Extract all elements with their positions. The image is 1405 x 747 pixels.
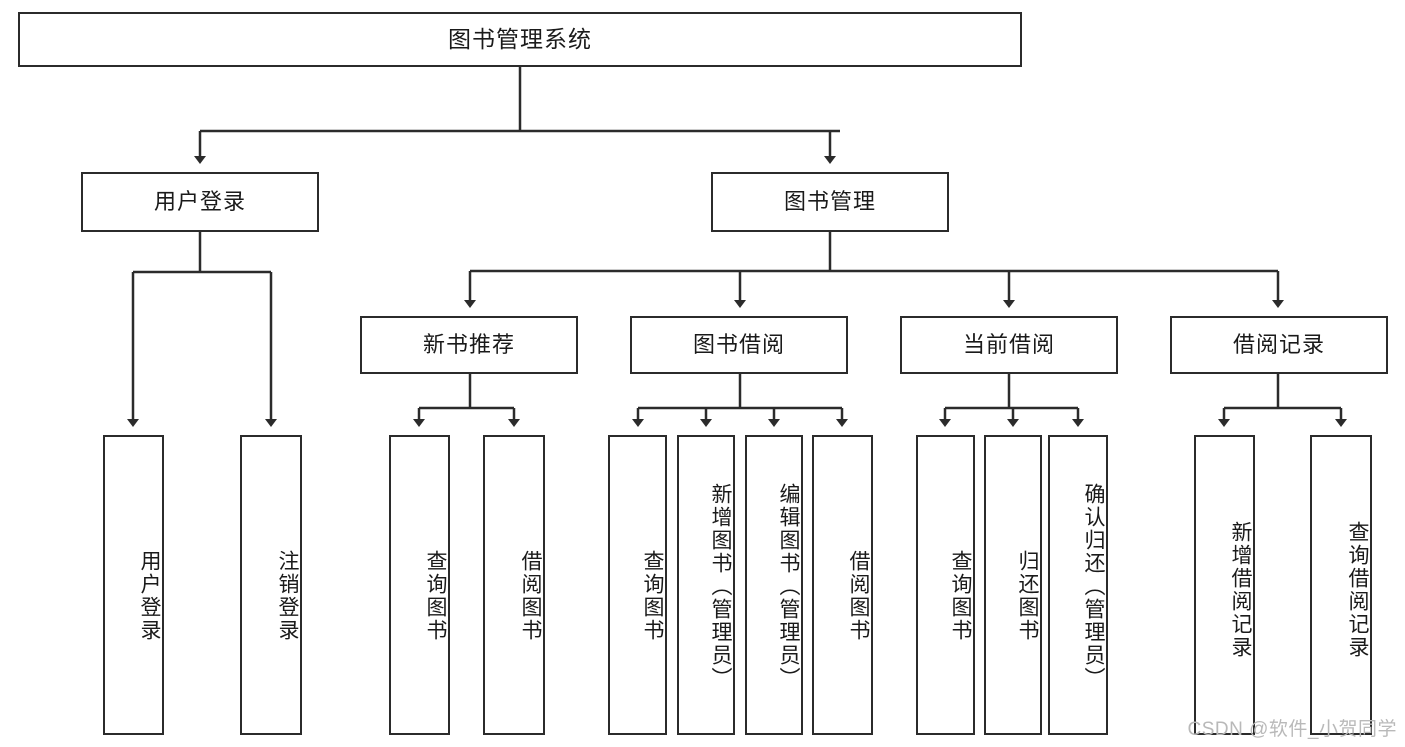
- node-leaf-query-book-borrow-label: 查询图书: [641, 550, 664, 642]
- node-leaf-logout-login-label: 注销登录: [276, 550, 299, 642]
- node-root[interactable]: 图书管理系统: [18, 12, 1022, 67]
- node-leaf-add-borrow-record-label: 新增借阅记录: [1229, 521, 1252, 659]
- node-leaf-query-borrow-record-label: 查询借阅记录: [1346, 521, 1369, 659]
- node-leaf-query-book-current-label: 查询图书: [949, 550, 972, 642]
- node-leaf-edit-book-admin[interactable]: 编辑图书（管理员）: [745, 435, 803, 735]
- node-leaf-confirm-return-admin[interactable]: 确认归还（管理员）: [1048, 435, 1108, 735]
- node-leaf-confirm-return-admin-label: 确认归还（管理员）: [1082, 482, 1105, 690]
- node-leaf-borrow-book[interactable]: 借阅图书: [812, 435, 873, 735]
- node-borrow-record[interactable]: 借阅记录: [1170, 316, 1388, 374]
- node-leaf-return-book-label: 归还图书: [1016, 550, 1039, 642]
- node-leaf-add-book-admin[interactable]: 新增图书（管理员）: [677, 435, 735, 735]
- node-new-book-recommend-label: 新书推荐: [422, 331, 515, 357]
- node-leaf-add-borrow-record[interactable]: 新增借阅记录: [1194, 435, 1255, 735]
- node-leaf-logout-login[interactable]: 注销登录: [240, 435, 302, 735]
- node-leaf-query-book-borrow[interactable]: 查询图书: [608, 435, 667, 735]
- node-current-borrow[interactable]: 当前借阅: [900, 316, 1118, 374]
- node-leaf-user-login[interactable]: 用户登录: [103, 435, 164, 735]
- node-leaf-borrow-book-rec[interactable]: 借阅图书: [483, 435, 545, 735]
- node-book-borrow-label: 图书借阅: [692, 331, 785, 357]
- node-book-manage[interactable]: 图书管理: [711, 172, 949, 232]
- node-book-manage-label: 图书管理: [783, 188, 876, 214]
- node-leaf-user-login-label: 用户登录: [138, 550, 161, 642]
- node-leaf-edit-book-admin-label: 编辑图书（管理员）: [777, 482, 800, 690]
- node-current-borrow-label: 当前借阅: [962, 331, 1055, 357]
- node-leaf-borrow-book-label: 借阅图书: [847, 550, 870, 642]
- node-user-login[interactable]: 用户登录: [81, 172, 319, 232]
- node-user-login-label: 用户登录: [153, 188, 246, 214]
- node-leaf-query-borrow-record[interactable]: 查询借阅记录: [1310, 435, 1372, 735]
- node-leaf-query-book-current[interactable]: 查询图书: [916, 435, 975, 735]
- node-leaf-add-book-admin-label: 新增图书（管理员）: [709, 482, 732, 690]
- node-leaf-query-book-rec-label: 查询图书: [424, 550, 447, 642]
- node-root-label: 图书管理系统: [448, 25, 592, 52]
- node-leaf-borrow-book-rec-label: 借阅图书: [519, 550, 542, 642]
- node-book-borrow[interactable]: 图书借阅: [630, 316, 848, 374]
- node-new-book-recommend[interactable]: 新书推荐: [360, 316, 578, 374]
- node-leaf-return-book[interactable]: 归还图书: [984, 435, 1042, 735]
- csdn-watermark: CSDN @软件_小贺同学: [1187, 719, 1397, 740]
- node-leaf-query-book-rec[interactable]: 查询图书: [389, 435, 450, 735]
- node-borrow-record-label: 借阅记录: [1232, 331, 1325, 357]
